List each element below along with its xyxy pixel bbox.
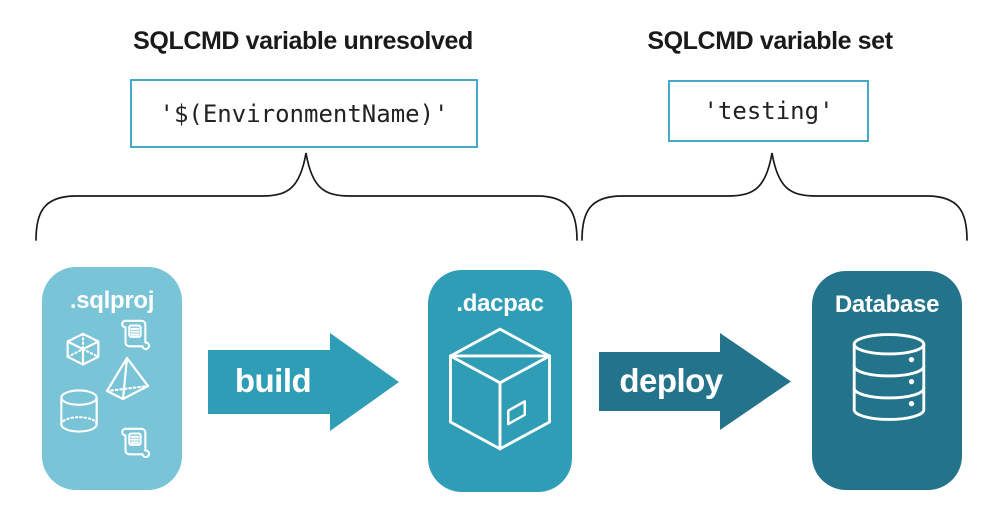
code-environment-name: '$(EnvironmentName)' (159, 99, 449, 128)
database-icon (852, 333, 926, 421)
brace-right-icon (581, 152, 968, 241)
cube-icon (66, 332, 100, 366)
brace-group (35, 152, 968, 241)
heading-sqlcmd-set: SQLCMD variable set (647, 27, 893, 55)
deploy-arrow-shape (599, 333, 791, 430)
code-box-environment-name: '$(EnvironmentName)' (130, 79, 478, 148)
cylinder-icon (60, 389, 98, 433)
card-database: Database (812, 271, 962, 490)
card-database-label: Database (834, 291, 940, 318)
build-arrow-shape (208, 333, 399, 431)
scroll-icon (121, 427, 151, 459)
build-arrow (208, 333, 399, 431)
card-sqlproj: .sqlproj (42, 267, 182, 490)
heading-sqlcmd-unresolved: SQLCMD variable unresolved (133, 27, 473, 55)
card-dacpac: .dacpac (428, 270, 572, 492)
card-sqlproj-label: .sqlproj (69, 287, 155, 314)
deploy-arrow (599, 333, 791, 430)
card-dacpac-label: .dacpac (456, 290, 544, 317)
code-box-testing: 'testing' (668, 80, 869, 142)
pyramid-icon (105, 356, 150, 401)
deploy-arrow-label: deploy (619, 362, 723, 399)
scroll-icon (121, 319, 151, 351)
brace-left-icon (35, 152, 578, 241)
code-testing: 'testing' (703, 97, 834, 125)
build-arrow-label: build (234, 362, 312, 399)
package-icon (449, 327, 551, 451)
